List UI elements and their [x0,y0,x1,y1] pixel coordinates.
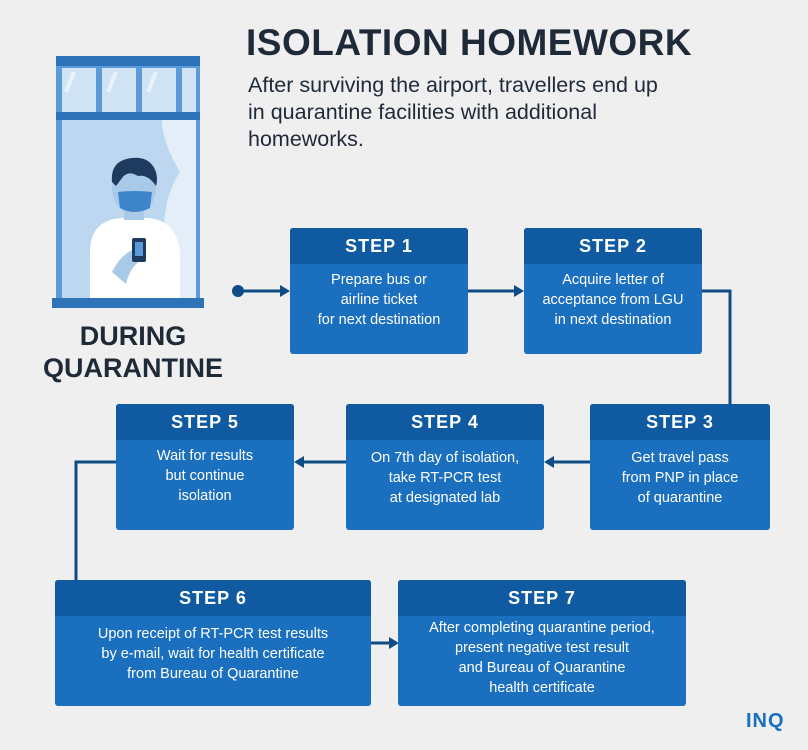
step-6-box: STEP 6 Upon receipt of RT-PCR test resul… [55,580,371,706]
step-3-header: STEP 3 [590,404,770,440]
page-title: ISOLATION HOMEWORK [246,22,693,63]
step-3-text: Get travel pass from PNP in place of qua… [621,450,739,506]
step-5-box: STEP 5 Wait for results but continue iso… [116,404,294,530]
step-2-header: STEP 2 [524,228,702,264]
arrowhead-step4 [544,456,554,468]
step-5-text: Wait for results but continue isolation [156,448,254,504]
step-6-header: STEP 6 [55,580,371,616]
step-5-header: STEP 5 [116,404,294,440]
step-4-header: STEP 4 [346,404,544,440]
arrowhead-step1 [280,285,290,297]
step-6-text: Upon receipt of RT-PCR test results by e… [97,626,329,682]
person-with-mask-icon [90,157,180,300]
arrowhead-step7 [389,637,399,649]
step-4-text: On 7th day of isolation, take RT-PCR tes… [370,450,520,506]
phone-icon [132,238,146,262]
step-7-box: STEP 7 After completing quarantine perio… [398,580,686,706]
step-7-header: STEP 7 [398,580,686,616]
page-subtitle: After surviving the airport, travellers … [248,73,658,151]
step-2-box: STEP 2 Acquire letter of acceptance from… [524,228,702,354]
arrowhead-step2 [514,285,524,297]
step-3-box: STEP 3 Get travel pass from PNP in place… [590,404,770,530]
step-4-box: STEP 4 On 7th day of isolation, take RT-… [346,404,544,530]
step-7-text: After completing quarantine period, pres… [429,620,655,696]
inq-logo: INQ [746,710,785,732]
during-quarantine-label: DURING QUARANTINE [43,321,223,383]
step-1-header: STEP 1 [290,228,468,264]
step-2-text: Acquire letter of acceptance from LGU in… [542,272,684,328]
window-illustration [52,56,204,308]
connector-step5-step6 [74,460,116,580]
connector-step2-step3 [702,289,732,404]
step-1-text: Prepare bus or airline ticket for next d… [317,272,441,328]
step-1-box: STEP 1 Prepare bus or airline ticket for… [290,228,468,354]
start-dot [232,285,244,297]
arrowhead-step5 [294,456,304,468]
